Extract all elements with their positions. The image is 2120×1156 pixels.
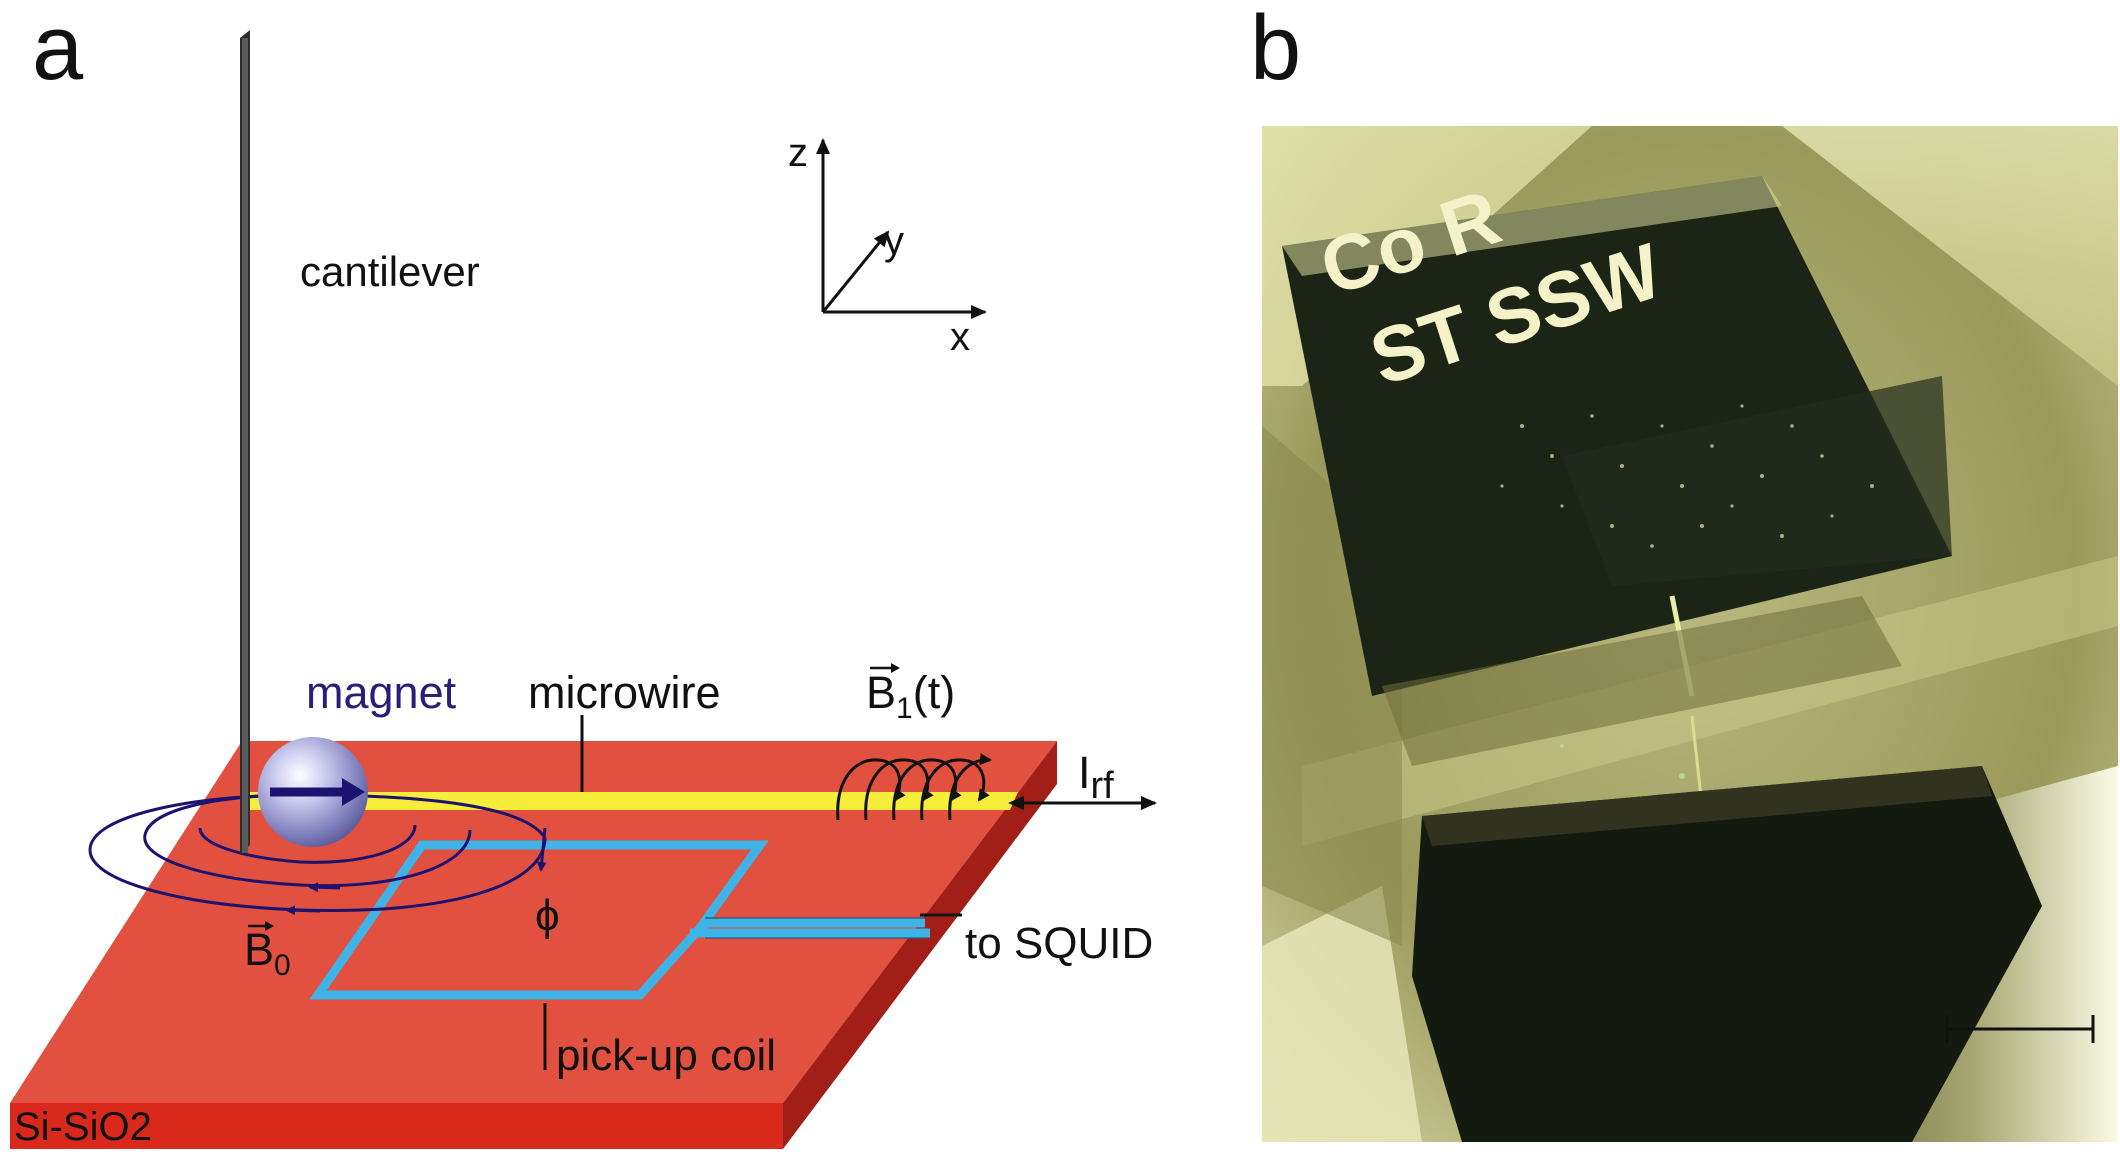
panel-b-micrograph: Co R ST SSW bbox=[1262, 126, 2118, 1142]
magnet-label: magnet bbox=[306, 667, 457, 718]
axis-y-label: y bbox=[884, 219, 904, 263]
substrate-front-face bbox=[10, 1103, 783, 1149]
substrate-side-face bbox=[783, 741, 1057, 1149]
b1-label: B1(t) bbox=[866, 667, 955, 725]
scale-bar bbox=[1945, 1015, 2095, 1043]
irf-label: Irf bbox=[1078, 747, 1114, 807]
coil-label: pick-up coil bbox=[556, 1031, 776, 1080]
axis-z-label: z bbox=[788, 131, 808, 175]
field-lines bbox=[88, 793, 547, 913]
squid-label: to SQUID bbox=[965, 919, 1153, 968]
cantilever-label: cantilever bbox=[300, 248, 480, 295]
substrate-top-face bbox=[10, 741, 1057, 1103]
microwire-label: microwire bbox=[528, 667, 721, 718]
b0-label: B0 bbox=[244, 924, 291, 982]
lower-chip bbox=[1412, 766, 2042, 1142]
flux-phi-label: ϕ bbox=[535, 891, 560, 940]
b1-field-arrows bbox=[836, 753, 992, 821]
pickup-coil bbox=[309, 840, 930, 1000]
microwire-strip bbox=[240, 792, 1018, 810]
coordinate-axes bbox=[816, 138, 987, 319]
axis-x-label: x bbox=[950, 315, 970, 359]
panel-a-diagram: z y x cantilever magnet microwire B1(t) … bbox=[10, 30, 1157, 1149]
panel-b-letter: b bbox=[1250, 0, 1302, 99]
panel-a-letter: a bbox=[32, 0, 84, 99]
substrate-label: Si-SiO2 bbox=[14, 1105, 152, 1149]
